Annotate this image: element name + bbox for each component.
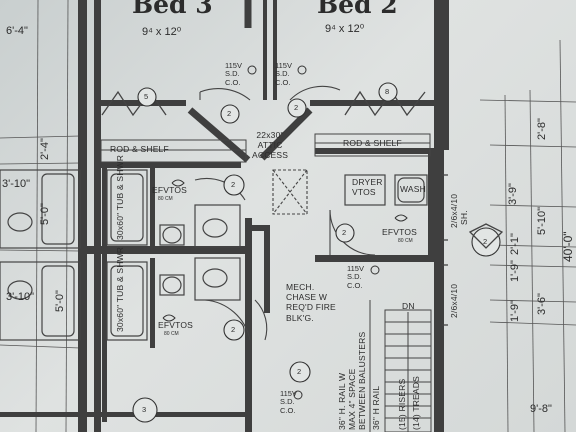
dim-right-7: 1'-9" <box>509 300 521 322</box>
dim-left-4: 5'-0" <box>54 290 66 312</box>
washer-label: WASH <box>400 184 426 194</box>
tag-door-6: 2 <box>297 367 302 376</box>
dim-right-6: 3'-6" <box>536 293 548 315</box>
exhaust-fan-sub-2: 80 CM <box>164 331 179 337</box>
rod-shelf-label-left: ROD & SHELF <box>110 144 169 154</box>
dim-right-total: 40'-0" <box>561 231 575 262</box>
tub-shower-label-lower: 30x60" TUB & SHWR <box>115 246 125 332</box>
room-name-bed3: Bed 3 <box>132 0 213 19</box>
dim-left-v: 2'-4" <box>39 138 51 160</box>
tag-door-2: 2 <box>294 103 299 112</box>
dim-right-3: 5'-10" <box>536 206 548 235</box>
tub-shower-label-upper: 30x60" TUB & SHWR <box>115 154 125 240</box>
tag-door-5: 2 <box>231 325 236 334</box>
dim-right-1: 2'-8" <box>536 118 548 140</box>
dim-left-3: 3'-10" <box>6 291 35 303</box>
room-size-bed2: 9⁴ x 12⁰ <box>325 23 365 35</box>
exhaust-fan-label-3: EFVTOS <box>382 227 418 237</box>
dim-right-4: 2'-1" <box>509 233 521 255</box>
dim-left-2: 5'-0" <box>39 203 51 225</box>
tag-bed3-closet: 5 <box>144 92 149 101</box>
rod-shelf-label-right: ROD & SHELF <box>343 138 402 148</box>
treads-label: (14) TREADS <box>411 375 421 430</box>
tag-window: 2 <box>483 237 488 246</box>
risers-label: (15) RISERS <box>397 378 407 430</box>
dim-right-5: 1'-9" <box>509 260 521 282</box>
dim-top-left: 6'-4" <box>6 25 28 37</box>
stair-down-label: DN <box>402 301 415 311</box>
exhaust-fan-label-1: EFVTOS <box>152 185 188 195</box>
tag-bed2-closet: 8 <box>385 87 390 96</box>
tag-door-3: 2 <box>231 180 236 189</box>
dim-left-1: 3'-10" <box>2 178 31 190</box>
window-label-1: 2/6x4/10 <box>449 193 459 228</box>
dim-right-2: 3'-9" <box>507 183 519 205</box>
room-size-bed3: 9⁴ x 12⁰ <box>142 26 182 38</box>
exhaust-fan-label-2: EFVTOS <box>158 320 194 330</box>
tag-door-4: 2 <box>342 228 347 237</box>
rail-height-label: 36" H RAIL <box>371 385 381 430</box>
dim-right-bottom: 9'-8" <box>530 403 552 415</box>
tag-bottom-left: 3 <box>142 405 147 414</box>
window-label-2: 2/6x4/10 <box>449 283 459 318</box>
exhaust-fan-sub-3: 80 CM <box>398 238 413 244</box>
tag-door-1: 2 <box>227 109 232 118</box>
room-name-bed2: Bed 2 <box>317 0 398 19</box>
shelf-sh-label: SH. <box>459 210 469 225</box>
exhaust-fan-sub-1: 80 CM <box>158 196 173 202</box>
